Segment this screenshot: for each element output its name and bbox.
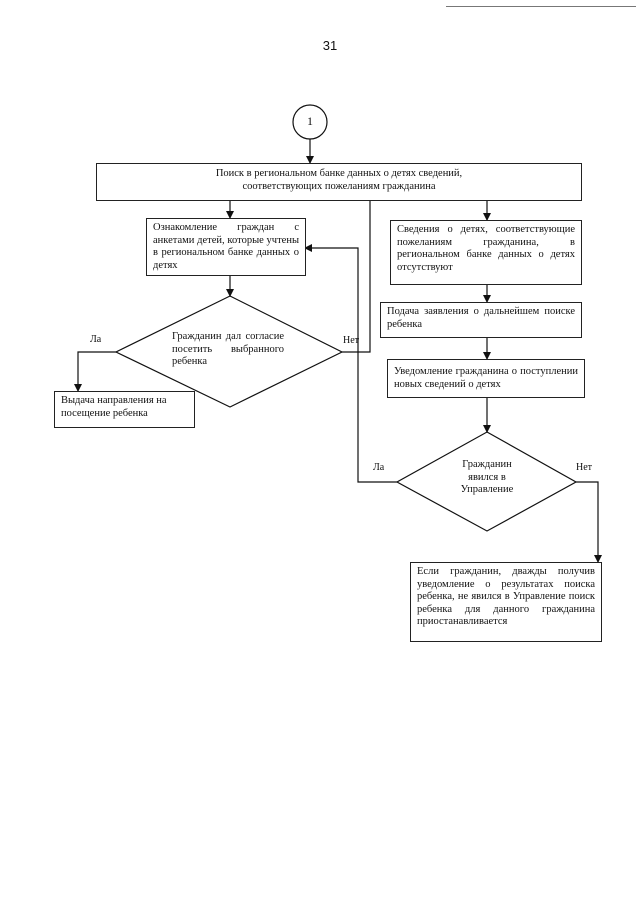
decision-appeared-text: Гражданин явился в Управление — [460, 459, 514, 495]
arrow-consent-yes — [74, 351, 116, 392]
header-rule — [446, 6, 636, 7]
absent-box: Сведения о детях, соответствующие пожела… — [390, 220, 582, 285]
page-number: 31 — [322, 38, 338, 53]
appeared-yes-label: Ла — [373, 462, 385, 473]
decision-consent-text: Гражданин дал согласие посетить выбранно… — [172, 331, 284, 367]
appeared-no-label: Нет — [576, 462, 593, 473]
application-box: Подача заявления о дальнейшем поиске реб… — [380, 302, 582, 338]
acquaint-box: Ознакомление граждан с анкетами детей, к… — [146, 218, 306, 276]
decision-appeared-diamond — [395, 431, 578, 532]
search-box: Поиск в региональном банке данных о детя… — [96, 163, 582, 201]
suspend-box: Если гражданин, дважды получив уведомлен… — [410, 562, 602, 642]
arrow-consent-no — [342, 193, 374, 353]
notify-box: Уведомление гражданина о поступлении нов… — [387, 359, 585, 398]
decision-consent-diamond — [114, 295, 344, 408]
referral-box: Выдача направления на посещение ребенка — [54, 391, 195, 428]
arrow-appeared-no — [576, 481, 602, 563]
arrow-appeared-yes — [304, 244, 397, 483]
consent-yes-label: Ла — [90, 334, 102, 345]
connector-label: 1 — [307, 114, 313, 128]
consent-no-label: Нет — [343, 335, 360, 346]
